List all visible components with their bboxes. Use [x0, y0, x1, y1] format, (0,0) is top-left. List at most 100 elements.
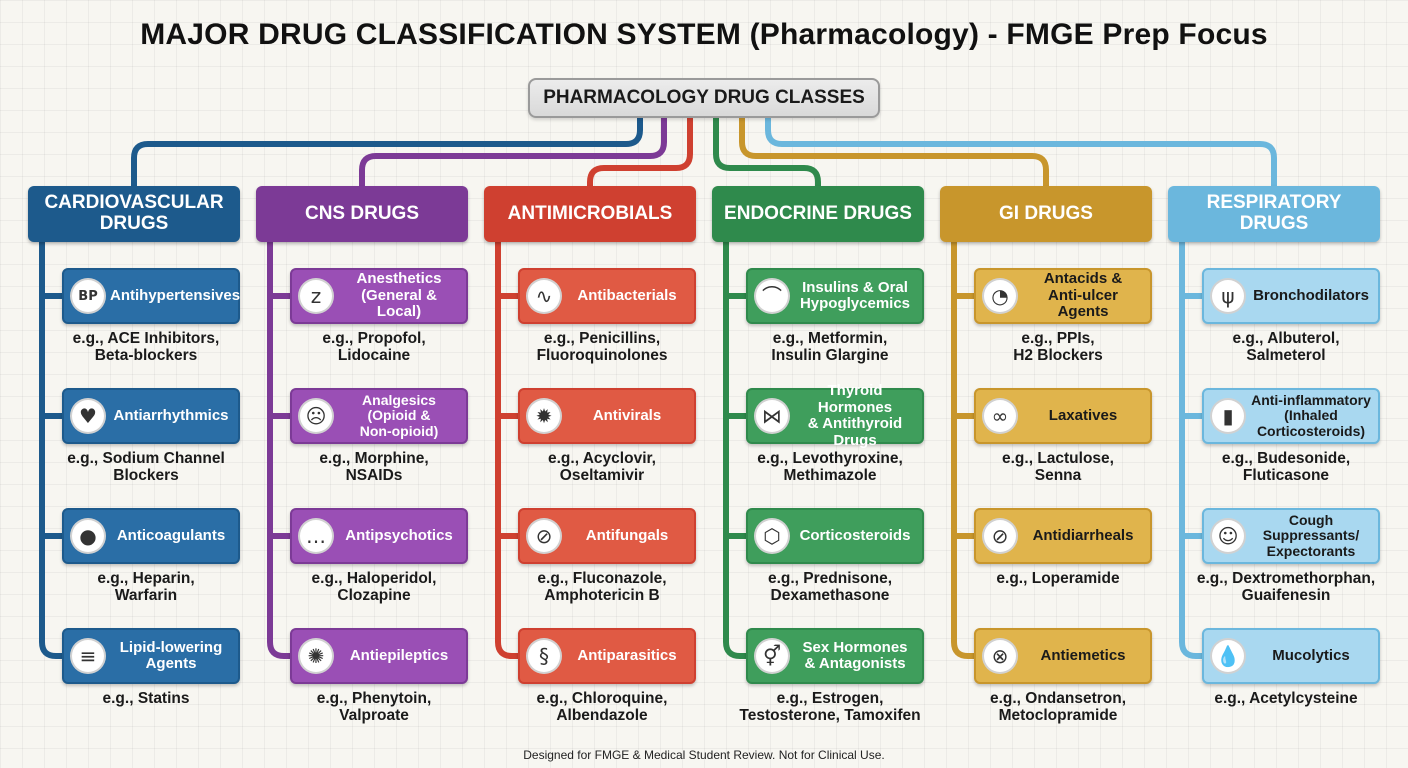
- thyroid-icon: ⋈: [754, 398, 790, 434]
- subclass-examples: e.g., Budesonide,Fluticasone: [1221, 450, 1351, 485]
- connector-root-to-endocrine: [713, 115, 821, 189]
- head-thought-icon: …: [298, 518, 334, 554]
- connector-root-to-cns: [359, 115, 667, 189]
- subclass-examples: e.g., ACE Inhibitors,Beta-blockers: [72, 330, 220, 365]
- root-node: PHARMACOLOGY DRUG CLASSES: [528, 78, 880, 118]
- subclass-card: ⊗ Antiemetics: [974, 628, 1152, 684]
- subclass-examples: e.g., Loperamide: [996, 570, 1120, 587]
- subclass-examples: e.g., Chloroquine,Albendazole: [536, 690, 668, 725]
- stomach-icon: ◔: [982, 278, 1018, 314]
- artery-plaque-icon: ≡: [70, 638, 106, 674]
- no-vomit-icon: ⊗: [982, 638, 1018, 674]
- subclass-label: Bronchodilators: [1253, 286, 1369, 304]
- connector-root-to-cardiovascular: [131, 115, 643, 189]
- spine-cardiovascular: [39, 239, 65, 659]
- subclass-label: Mucolytics: [1272, 646, 1350, 664]
- bacteria-icon: ∿: [526, 278, 562, 314]
- adrenal-molecule-icon: ⬡: [754, 518, 790, 554]
- subclass-card: ☹ Analgesics(Opioid &Non-opioid): [290, 388, 468, 444]
- subclass-card: … Antipsychotics: [290, 508, 468, 564]
- category-column-antimicrobials: ANTIMICROBIALS ∿ Antibacterials e.g., Penic…: [484, 186, 696, 746]
- subclass-label: Antifungals: [585, 526, 669, 544]
- subclass-label: Anesthetics(General & Local): [356, 270, 442, 321]
- subclass-label: Thyroid Hormones& Antithyroid Drugs: [807, 382, 903, 449]
- subclass-examples: e.g., Penicillins,Fluoroquinolones: [536, 330, 668, 365]
- subclass-label: Antihypertensives: [110, 286, 241, 304]
- subclass-label: Antivirals: [592, 406, 662, 424]
- pain-face-icon: ☹: [298, 398, 334, 434]
- spine-endocrine: [723, 239, 749, 659]
- category-header-antimicrobials: ANTIMICROBIALS: [484, 186, 696, 242]
- subclass-examples: e.g., Acetylcysteine: [1214, 690, 1358, 707]
- category-column-cns: CNS DRUGS z Anesthetics(General & Local) e.…: [256, 186, 468, 746]
- subclass-examples: e.g., Morphine,NSAIDs: [319, 450, 429, 485]
- subclass-examples: e.g., Propofol,Lidocaine: [322, 330, 426, 365]
- subclass-card: ψ Bronchodilators: [1202, 268, 1380, 324]
- connector-root-to-respiratory: [765, 115, 1277, 189]
- subclass-examples: e.g., Levothyroxine,Methimazole: [757, 450, 903, 485]
- worm-icon: §: [526, 638, 562, 674]
- subclass-examples: e.g., Metformin,Insulin Glargine: [771, 330, 889, 365]
- cough-person-icon: ☺: [1210, 518, 1246, 554]
- subclass-label: Antidiarrheals: [1032, 526, 1134, 544]
- bp-monitor-icon: BP: [70, 278, 106, 314]
- heart-rhythm-icon: ♥: [70, 398, 106, 434]
- subclass-label: Sex Hormones& Antagonists: [802, 638, 908, 672]
- subclass-card: ∿ Antibacterials: [518, 268, 696, 324]
- subclass-card: z Anesthetics(General & Local): [290, 268, 468, 324]
- gender-symbols-icon: ⚥: [754, 638, 790, 674]
- subclass-examples: e.g., Acyclovir,Oseltamivir: [548, 450, 656, 485]
- subclass-examples: e.g., Phenytoin,Valproate: [316, 690, 432, 725]
- subclass-card: ♥ Antiarrhythmics: [62, 388, 240, 444]
- subclass-card: ⊘Antidiarrheals: [974, 508, 1152, 564]
- subclass-examples: e.g., PPIs,H2 Blockers: [1013, 330, 1103, 365]
- droplet-icon: 💧: [1210, 638, 1246, 674]
- lungs-icon: ψ: [1210, 278, 1246, 314]
- sleeping-face-icon: z: [298, 278, 334, 314]
- brain-icon: ✺: [298, 638, 334, 674]
- subclass-card: ✺ Antiepileptics: [290, 628, 468, 684]
- subclass-label: Antiepileptics: [349, 646, 449, 664]
- subclass-label: Antiemetics: [1040, 646, 1126, 664]
- virus-shield-icon: ✹: [526, 398, 562, 434]
- subclass-card: ∞Laxatives: [974, 388, 1152, 444]
- spine-antimicrobials: [495, 239, 521, 659]
- subclass-label: Antibacterials: [577, 286, 677, 304]
- subclass-examples: e.g., Prednisone,Dexamethasone: [767, 570, 893, 605]
- category-header-cns: CNS DRUGS: [256, 186, 468, 242]
- subclass-label: Antipsychotics: [345, 526, 453, 544]
- subclass-card: 💧 Mucolytics: [1202, 628, 1380, 684]
- no-fungus-icon: ⊘: [526, 518, 562, 554]
- blood-drop-icon: ●: [70, 518, 106, 554]
- subclass-label: Analgesics(Opioid &Non-opioid): [359, 391, 439, 439]
- subclass-card: ⋈ Thyroid Hormones& Antithyroid Drugs: [746, 382, 924, 448]
- subclass-label: Anticoagulants: [116, 526, 226, 544]
- pancreas-icon: ⌒: [754, 278, 790, 314]
- spine-gi: [951, 239, 977, 659]
- subclass-card: ⊘ Antifungals: [518, 508, 696, 564]
- page-title: MAJOR DRUG CLASSIFICATION SYSTEM (Pharma…: [140, 18, 1268, 51]
- subclass-examples: e.g., Albuterol,Salmeterol: [1232, 330, 1340, 365]
- subclass-card: ✹ Antivirals: [518, 388, 696, 444]
- subclass-card: ◔ Antacids &Anti-ulcer Agents: [974, 268, 1152, 324]
- category-header-endocrine: ENDOCRINE DRUGS: [712, 186, 924, 242]
- subclass-label: Antacids &Anti-ulcer Agents: [1043, 270, 1123, 321]
- subclass-label: Laxatives: [1048, 406, 1118, 424]
- subclass-label: Antiarrhythmics: [113, 406, 229, 424]
- subclass-label: Corticosteroids: [799, 526, 911, 544]
- subclass-label: Antiparasitics: [577, 646, 677, 664]
- subclass-card: § Antiparasitics: [518, 628, 696, 684]
- subclass-examples: e.g., Statins: [102, 690, 190, 707]
- connector-root-to-gi: [739, 115, 1049, 189]
